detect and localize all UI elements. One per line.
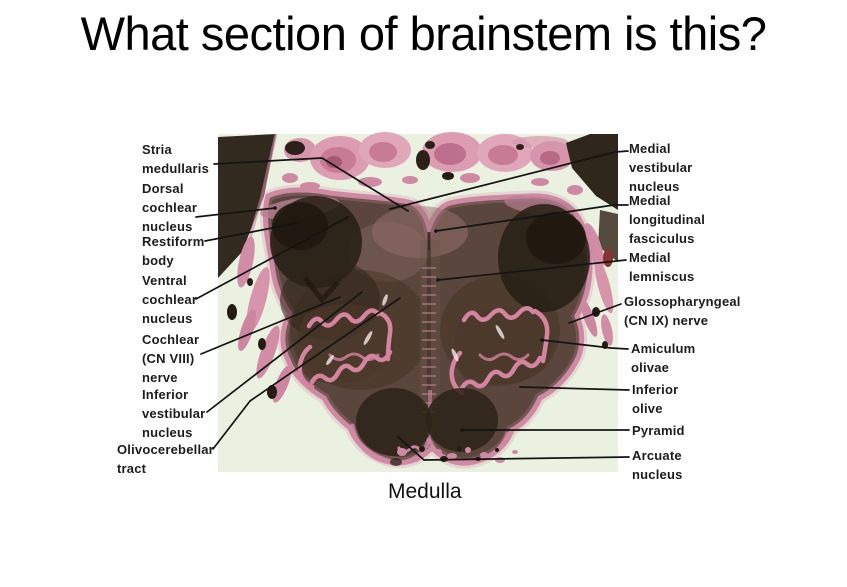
- leader-inferior-vestibular-nucleus: [206, 291, 363, 413]
- leader-glossopharyngeal-nerve: [568, 303, 622, 324]
- label-restiform-body: Restiform body: [142, 234, 205, 268]
- inferior-olive-right: [449, 306, 553, 396]
- label-ventral-cochlear-nucleus: Ventral cochlear nucleus: [142, 273, 198, 326]
- leader-ventral-cochlear-nucleus: [195, 216, 349, 300]
- lateral-tissue-right: [574, 223, 614, 349]
- label-amiculum-olivae: Amiculum olivae: [631, 341, 696, 375]
- label-medial-vestibular-nucleus: Medial vestibular nucleus: [629, 141, 693, 194]
- leader-arcuate-nucleus: [397, 436, 630, 461]
- label-inferior-vestibular-nucleus: Inferior vestibular nucleus: [142, 387, 206, 440]
- label-pyramid: Pyramid: [632, 423, 685, 438]
- label-medial-lemniscus: Medial lemniscus: [629, 250, 695, 284]
- label-medial-longitudinal-fasciculus: Medial longitudinal fasciculus: [629, 193, 706, 246]
- figure-caption: Medulla: [388, 480, 462, 503]
- corner-tissue: [218, 133, 618, 278]
- leader-dorsal-cochlear-nucleus: [195, 207, 276, 218]
- leader-medial-vestibular-nucleus: [389, 150, 629, 210]
- tissue-flecks: [326, 294, 505, 366]
- slide-title: What section of brainstem is this?: [80, 7, 767, 60]
- leader-inferior-olive: [519, 386, 630, 391]
- bottom-debris: [390, 445, 518, 466]
- leader-amiculum-olivae: [541, 339, 629, 350]
- label-stria-medullaris: Stria medullaris: [142, 142, 210, 176]
- leader-medial-longitudinal-fasciculus: [435, 204, 629, 232]
- cerebellar-folia: [282, 132, 599, 195]
- label-olivocerebellar-tract: Olivocerebellar tract: [117, 442, 214, 476]
- leader-olivocerebellar-tract: [212, 297, 401, 450]
- label-cochlear-cn-viii-nerve: Cochlear (CN VIII) nerve: [142, 332, 200, 385]
- leader-lines: [195, 150, 630, 461]
- label-inferior-olive: Inferior olive: [632, 382, 679, 416]
- leader-medial-lemniscus: [437, 259, 627, 281]
- leader-restiform-body: [204, 222, 299, 242]
- label-dorsal-cochlear-nucleus: Dorsal cochlear nucleus: [142, 181, 198, 234]
- leader-cochlear-nerve: [200, 296, 341, 355]
- label-glossopharyngeal-cn-ix-nerve: Glossopharyngeal (CN IX) nerve: [624, 294, 741, 328]
- leader-stria-medullaris: [213, 157, 409, 212]
- label-arcuate-nucleus: Arcuate nucleus: [632, 448, 683, 482]
